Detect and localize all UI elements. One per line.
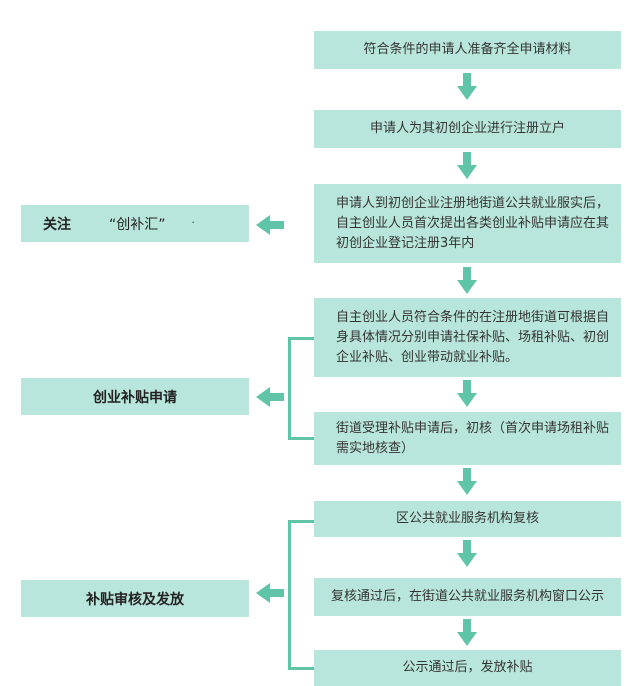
arrow-left-icon xyxy=(256,583,284,603)
follow-mark: · xyxy=(191,218,195,229)
arrow-down-icon xyxy=(457,540,477,567)
step-text: 街道受理补贴申请后，初核（首次申请场租补贴需实地核查） xyxy=(336,420,610,456)
step-text: 公示通过后，发放补贴 xyxy=(402,660,533,675)
follow-label: 关注 xyxy=(43,216,71,233)
arrow-down-icon xyxy=(457,468,477,495)
step-text: 自主创业人员符合条件的在注册地街道可根据自身具体情况分别申请社保补贴、场租补贴、… xyxy=(336,309,610,365)
step-apply-subsidy: 自主创业人员符合条件的在注册地街道可根据自身具体情况分别申请社保补贴、场租补贴、… xyxy=(314,298,621,377)
step-text: 申请人到初创企业注册地街道公共就业服实后，自主创业人员首次提出各类创业补贴申请应… xyxy=(336,195,610,251)
follow-box: 关注 “创补汇” · xyxy=(21,205,249,242)
step-text: 复核通过后，在街道公共就业服务机构窗口公示 xyxy=(330,589,604,604)
arrow-left-icon xyxy=(256,387,284,407)
step-street-service: 申请人到初创企业注册地街道公共就业服实后，自主创业人员首次提出各类创业补贴申请应… xyxy=(314,184,621,263)
arrow-down-icon xyxy=(457,152,477,179)
arrow-down-icon xyxy=(457,267,477,294)
arrow-down-icon xyxy=(457,380,477,407)
bracket-apply xyxy=(288,337,314,440)
step-initial-review: 街道受理补贴申请后，初核（首次申请场租补贴需实地核查） xyxy=(314,412,621,465)
step-disburse: 公示通过后，发放补贴 xyxy=(314,650,621,686)
step-text: 符合条件的申请人准备齐全申请材料 xyxy=(363,42,572,57)
bracket-review xyxy=(288,520,314,670)
step-publicize: 复核通过后，在街道公共就业服务机构窗口公示 xyxy=(314,578,621,616)
step-text: 申请人为其初创企业进行注册立户 xyxy=(369,121,565,136)
step-register: 申请人为其初创企业进行注册立户 xyxy=(314,110,621,148)
follow-name: “创补汇” xyxy=(109,216,166,233)
apply-label: 创业补贴申请 xyxy=(93,389,177,406)
arrow-left-icon xyxy=(256,215,284,235)
arrow-down-icon xyxy=(457,73,477,100)
step-prepare-materials: 符合条件的申请人准备齐全申请材料 xyxy=(314,31,621,69)
step-district-review: 区公共就业服务机构复核 xyxy=(314,501,621,537)
review-box: 补贴审核及发放 xyxy=(21,580,249,617)
review-label: 补贴审核及发放 xyxy=(86,591,184,608)
step-text: 区公共就业服务机构复核 xyxy=(395,511,539,526)
apply-box: 创业补贴申请 xyxy=(21,378,249,415)
arrow-down-icon xyxy=(457,619,477,646)
